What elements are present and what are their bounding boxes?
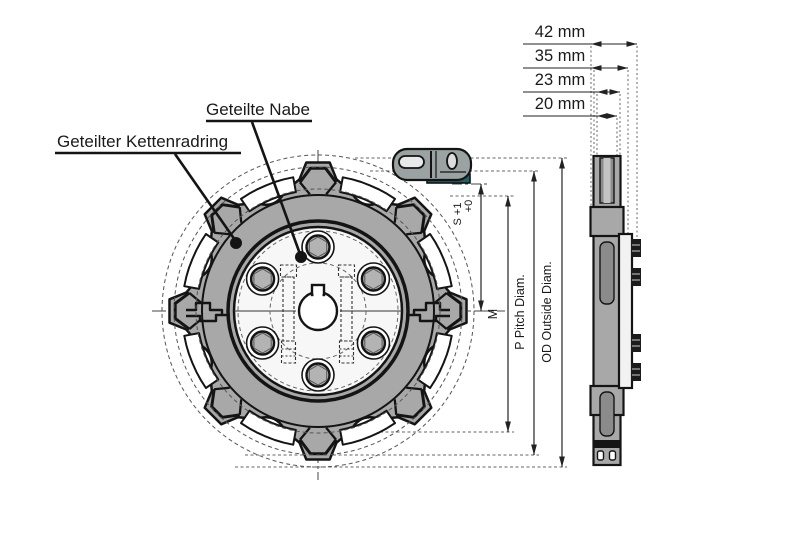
- tooth-web-side: [238, 207, 243, 223]
- dim-23mm-label: 23 mm: [535, 71, 585, 89]
- dim-23mm: 23 mm: [523, 71, 620, 95]
- callouts: Geteilte Nabe Geteilter Kettenradring: [55, 100, 312, 263]
- tooth-web-outline: [445, 291, 463, 331]
- bolt-hex-outline: [308, 236, 328, 258]
- ring-band-inner-edge: [226, 219, 410, 403]
- dim-s-label-line1: S +1: [452, 203, 464, 226]
- bolt-head: [360, 266, 387, 292]
- tooth-web-side: [393, 399, 398, 415]
- lightening-pocket: [339, 176, 396, 213]
- dim-outside-label: OD Outside Diam.: [540, 261, 554, 362]
- dim-pitch-label: P Pitch Diam.: [513, 274, 527, 350]
- bolt-head: [249, 330, 276, 356]
- tooth-web-outline: [298, 438, 338, 456]
- ring-callout-leader: [173, 153, 237, 241]
- keyway-clear: [313, 291, 323, 297]
- side-web-slot-mid: [599, 241, 615, 305]
- tooth-web-side: [299, 181, 311, 196]
- lightening-pocket: [183, 332, 220, 389]
- bolt-head: [249, 266, 276, 292]
- bolt-head: [360, 330, 387, 356]
- dim-m: M: [486, 196, 511, 432]
- lightening-pocket: [416, 332, 453, 389]
- hub-callout-label: Geteilte Nabe: [206, 100, 310, 119]
- clamp-round-hole: [446, 152, 458, 170]
- pitch-circle: [173, 166, 463, 456]
- dim-42mm-label: 42 mm: [535, 23, 585, 41]
- side-ring-lower: [589, 384, 625, 417]
- hub-hidden-circle: [237, 230, 399, 392]
- dim-s-label-line2: +0: [463, 200, 475, 213]
- outside-diameter-circle: [161, 154, 475, 468]
- tooth-web-side: [299, 426, 311, 441]
- side-web-slot-lower: [599, 391, 615, 437]
- radial-dimensions: S +1 +0 M P Pitch Diam. OD Outside Diam.: [452, 158, 565, 467]
- clamp-slot-hole: [398, 155, 425, 169]
- dim-35mm-label: 35 mm: [535, 47, 585, 65]
- bolt-hex-outline: [308, 364, 328, 386]
- split-joint-zigzag: [406, 313, 450, 323]
- dim-outside: OD Outside Diam.: [540, 158, 565, 467]
- split-joint-zigzag: [186, 301, 224, 315]
- tooth-web-side: [188, 292, 203, 304]
- tooth-web-side: [433, 292, 448, 304]
- ring-callout-dot: [230, 237, 242, 249]
- dim-m-label: M: [486, 309, 500, 319]
- side-tooth-ridge-top: [603, 158, 611, 203]
- root-diameter-circle: [195, 188, 441, 434]
- dim-pitch: P Pitch Diam.: [513, 171, 537, 455]
- tooth-web-outline: [210, 388, 241, 419]
- tooth-web-side: [406, 231, 422, 236]
- side-notch-left: [596, 450, 605, 461]
- lightening-pocket: [240, 409, 297, 446]
- center-bore: [297, 290, 339, 332]
- tooth-web-outline: [173, 291, 191, 331]
- sprocket-front-view: [161, 154, 475, 468]
- dim-20mm: 20 mm: [523, 95, 617, 119]
- tooth-web-side: [214, 386, 230, 391]
- dim-20mm-label: 20 mm: [535, 95, 585, 113]
- bolt-head: [305, 234, 331, 260]
- lightening-pocket: [183, 233, 220, 290]
- bolt-hex-outline: [364, 268, 383, 290]
- bolt-head: [305, 362, 331, 388]
- dim-s: S +1 +0: [452, 184, 484, 311]
- chain-clamp-element: [391, 147, 473, 184]
- lightening-pocket: [416, 233, 453, 290]
- tooth-web-outline: [395, 388, 426, 419]
- tooth-web-side: [238, 399, 243, 415]
- tooth-web-outline: [210, 203, 241, 234]
- tooth-web-side: [214, 231, 230, 236]
- side-ring-upper: [589, 205, 625, 238]
- hub-callout-leader: [250, 121, 302, 255]
- ring-callout-label: Geteilter Kettenradring: [57, 132, 228, 151]
- tooth-web-side: [406, 386, 422, 391]
- split-joint-zigzag: [186, 313, 230, 323]
- bolt-hex-outline: [364, 332, 383, 354]
- dim-35mm: 35 mm: [523, 47, 628, 71]
- width-dimensions: 42 mm 35 mm 23 mm 20 mm: [523, 23, 637, 119]
- hidden-bolt-thread: [280, 340, 297, 364]
- bolt-hex-outline: [253, 332, 272, 354]
- hub-callout-dot: [295, 251, 307, 263]
- bolt-hex-outline: [253, 268, 272, 290]
- tooth-web-side: [325, 181, 337, 196]
- tooth-web-outline: [395, 203, 426, 234]
- side-hub-plate: [617, 232, 634, 390]
- side-bolt-heads: [631, 239, 641, 381]
- tooth-web-side: [325, 426, 337, 441]
- sprocket-side-view: [589, 154, 641, 467]
- hidden-bolt-thread: [338, 340, 355, 364]
- tooth-web-side: [393, 207, 398, 223]
- side-notch-right: [608, 450, 617, 461]
- tooth-web-outline: [298, 166, 338, 184]
- dim-42mm: 42 mm: [523, 23, 637, 47]
- side-retainer-band: [593, 440, 621, 448]
- lightening-pocket: [339, 409, 396, 446]
- lightening-pocket: [240, 176, 297, 213]
- ring-band-outer-edge: [201, 194, 435, 428]
